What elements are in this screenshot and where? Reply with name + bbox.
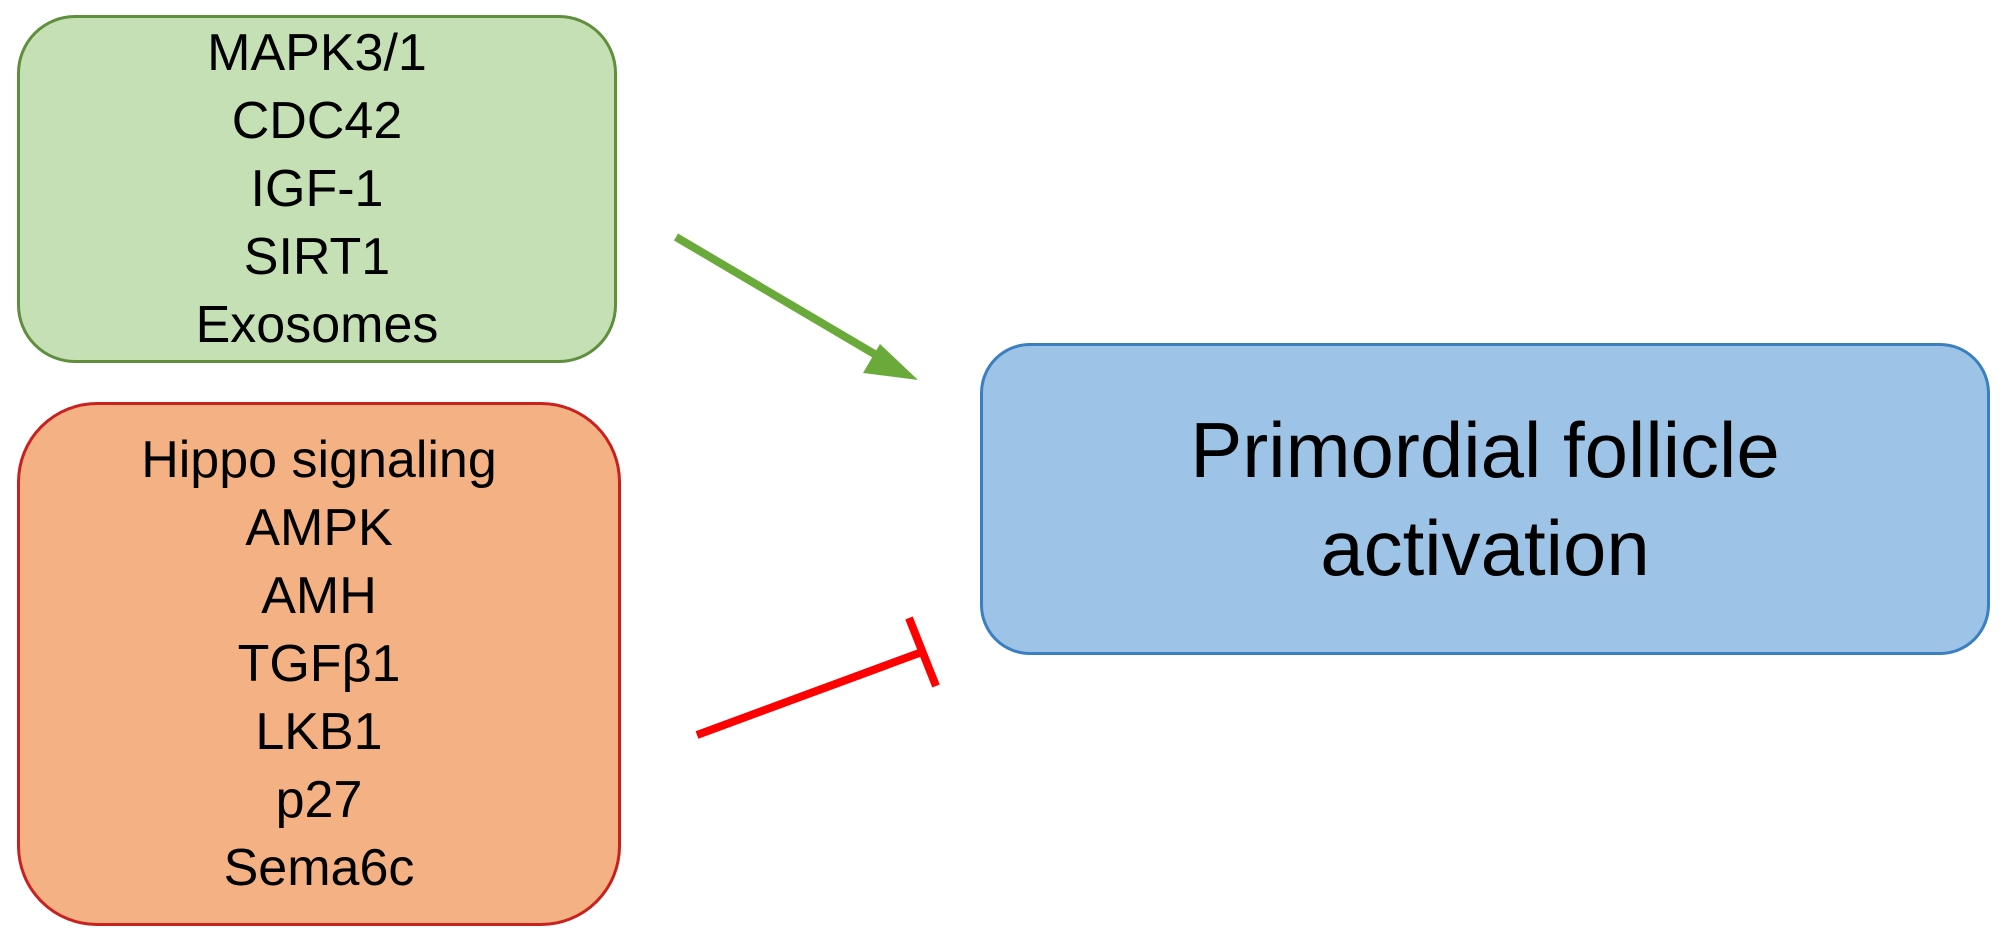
activator-item: MAPK3/1 — [207, 24, 427, 82]
inhibition-bar — [905, 616, 940, 688]
activator-item: SIRT1 — [243, 228, 391, 286]
activation-arrowhead — [863, 344, 918, 380]
inhibitor-item: LKB1 — [255, 703, 383, 761]
activation-arrow-shaft — [673, 233, 891, 366]
target-label-line: activation — [1320, 504, 1650, 592]
activators-box: MAPK3/1 CDC42 IGF-1 SIRT1 Exosomes — [17, 15, 617, 363]
activator-item: CDC42 — [231, 92, 403, 150]
inhibitors-box: Hippo signaling AMPK AMH TGFβ1 LKB1 p27 … — [17, 402, 621, 926]
inhibitor-item: Hippo signaling — [141, 431, 497, 489]
inhibition-connector — [695, 616, 940, 739]
inhibitor-item: AMH — [261, 567, 377, 625]
activator-item: IGF-1 — [250, 160, 384, 218]
inhibitor-item: p27 — [275, 771, 363, 829]
activator-item: Exosomes — [195, 296, 439, 354]
activation-arrow — [673, 233, 918, 380]
target-box: Primordial follicle activation — [980, 343, 1990, 655]
inhibitor-item: AMPK — [245, 499, 393, 557]
inhibition-line — [695, 648, 924, 739]
inhibitor-item: TGFβ1 — [237, 635, 401, 693]
inhibitor-item: Sema6c — [223, 839, 415, 897]
target-label-line: Primordial follicle — [1190, 406, 1780, 494]
